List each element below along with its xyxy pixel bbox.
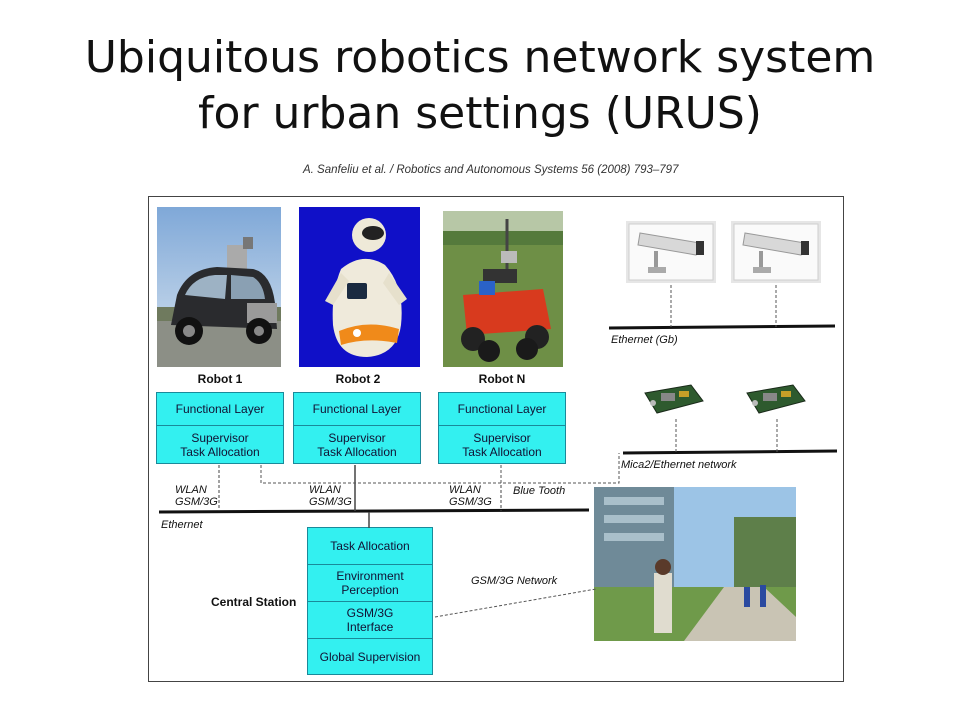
robot-n-functional-layer: Functional Layer (457, 402, 547, 416)
robot-n-photo (443, 211, 563, 367)
cs-environment-line-1: Environment (336, 569, 404, 583)
urus-architecture-figure: Robot 1 Robot 2 Robot N Functional Layer… (148, 196, 844, 682)
network-connections (158, 285, 838, 618)
cs-environment-perception: Environment Perception (308, 565, 432, 601)
central-station-box: Task Allocation Environment Perception G… (307, 527, 433, 675)
cs-task-allocation: Task Allocation (308, 528, 432, 564)
figure-citation: A. Sanfeliu et al. / Robotics and Autono… (303, 164, 679, 176)
robot-n-wlan-text: WLAN (449, 484, 481, 496)
robot-1-gsm-text: GSM/3G (175, 496, 218, 508)
cs-global-supervision: Global Supervision (308, 639, 432, 675)
robot-2-functional-layer: Functional Layer (312, 402, 402, 416)
robot-2-gsm-text: GSM/3G (309, 496, 352, 508)
cs-gsm-interface: GSM/3G Interface (308, 602, 432, 638)
sensor-node-1-photo (643, 383, 705, 417)
robot-2-wlan-label: WLAN GSM/3G (309, 484, 352, 508)
gsm-network-label: GSM/3G Network (471, 575, 558, 587)
robot-n-supervisor-line-2: Task Allocation (462, 445, 542, 459)
robot-n-supervisor: Supervisor Task Allocation (439, 426, 565, 464)
robot-1-functional-layer: Functional Layer (175, 402, 265, 416)
urban-scene-photo (594, 487, 796, 641)
robot-1-supervisor-line-1: Supervisor (191, 431, 249, 445)
robot-n-label: Robot N (478, 372, 526, 386)
robot-1-wlan-label: WLAN GSM/3G (175, 484, 218, 508)
ethernet-label: Ethernet (161, 519, 203, 531)
central-station-label: Central Station (211, 595, 297, 609)
ethernet-gb-label: Ethernet (Gb) (611, 334, 678, 346)
robot-1-wlan-text: WLAN (175, 484, 207, 496)
cs-gsm-line-1: GSM/3G (346, 606, 394, 620)
slide-title-line-2: for urban settings (URUS) (198, 88, 762, 139)
robot-2-supervisor: Supervisor Task Allocation (294, 426, 420, 464)
bluetooth-label: Blue Tooth (513, 485, 566, 497)
camera-1-photo (626, 221, 716, 283)
robot-1-supervisor-line-2: Task Allocation (180, 445, 260, 459)
robot-n-supervisor-line-1: Supervisor (473, 431, 531, 445)
sensor-node-2-photo (745, 383, 807, 417)
robot-2-wlan-text: WLAN (309, 484, 341, 496)
slide-title-line-1: Ubiquitous robotics network system (84, 32, 876, 83)
slide-title: Ubiquitous robotics network system for u… (0, 30, 960, 142)
robot-n-layer-box: Functional Layer Supervisor Task Allocat… (438, 392, 566, 464)
robot-2-label: Robot 2 (335, 372, 381, 386)
cs-global-supervision-text: Global Supervision (319, 650, 421, 664)
robot-1-supervisor: Supervisor Task Allocation (157, 426, 283, 464)
robot-n-wlan-label: WLAN GSM/3G (449, 484, 492, 508)
cs-gsm-line-2: Interface (346, 620, 394, 634)
robot-1-label: Robot 1 (197, 372, 243, 386)
robot-2-supervisor-line-1: Supervisor (328, 431, 386, 445)
robot-n-gsm-text: GSM/3G (449, 496, 492, 508)
robot-2-photo (299, 207, 420, 367)
robot-1-layer-box: Functional Layer Supervisor Task Allocat… (156, 392, 284, 464)
cs-task-allocation-text: Task Allocation (330, 539, 410, 553)
robot-2-layer-box: Functional Layer Supervisor Task Allocat… (293, 392, 421, 464)
robot-2-supervisor-line-2: Task Allocation (317, 445, 397, 459)
mica2-network-label: Mica2/Ethernet network (621, 459, 737, 471)
camera-2-photo (731, 221, 821, 283)
robot-1-photo (157, 207, 281, 367)
cs-environment-line-2: Perception (341, 583, 399, 597)
